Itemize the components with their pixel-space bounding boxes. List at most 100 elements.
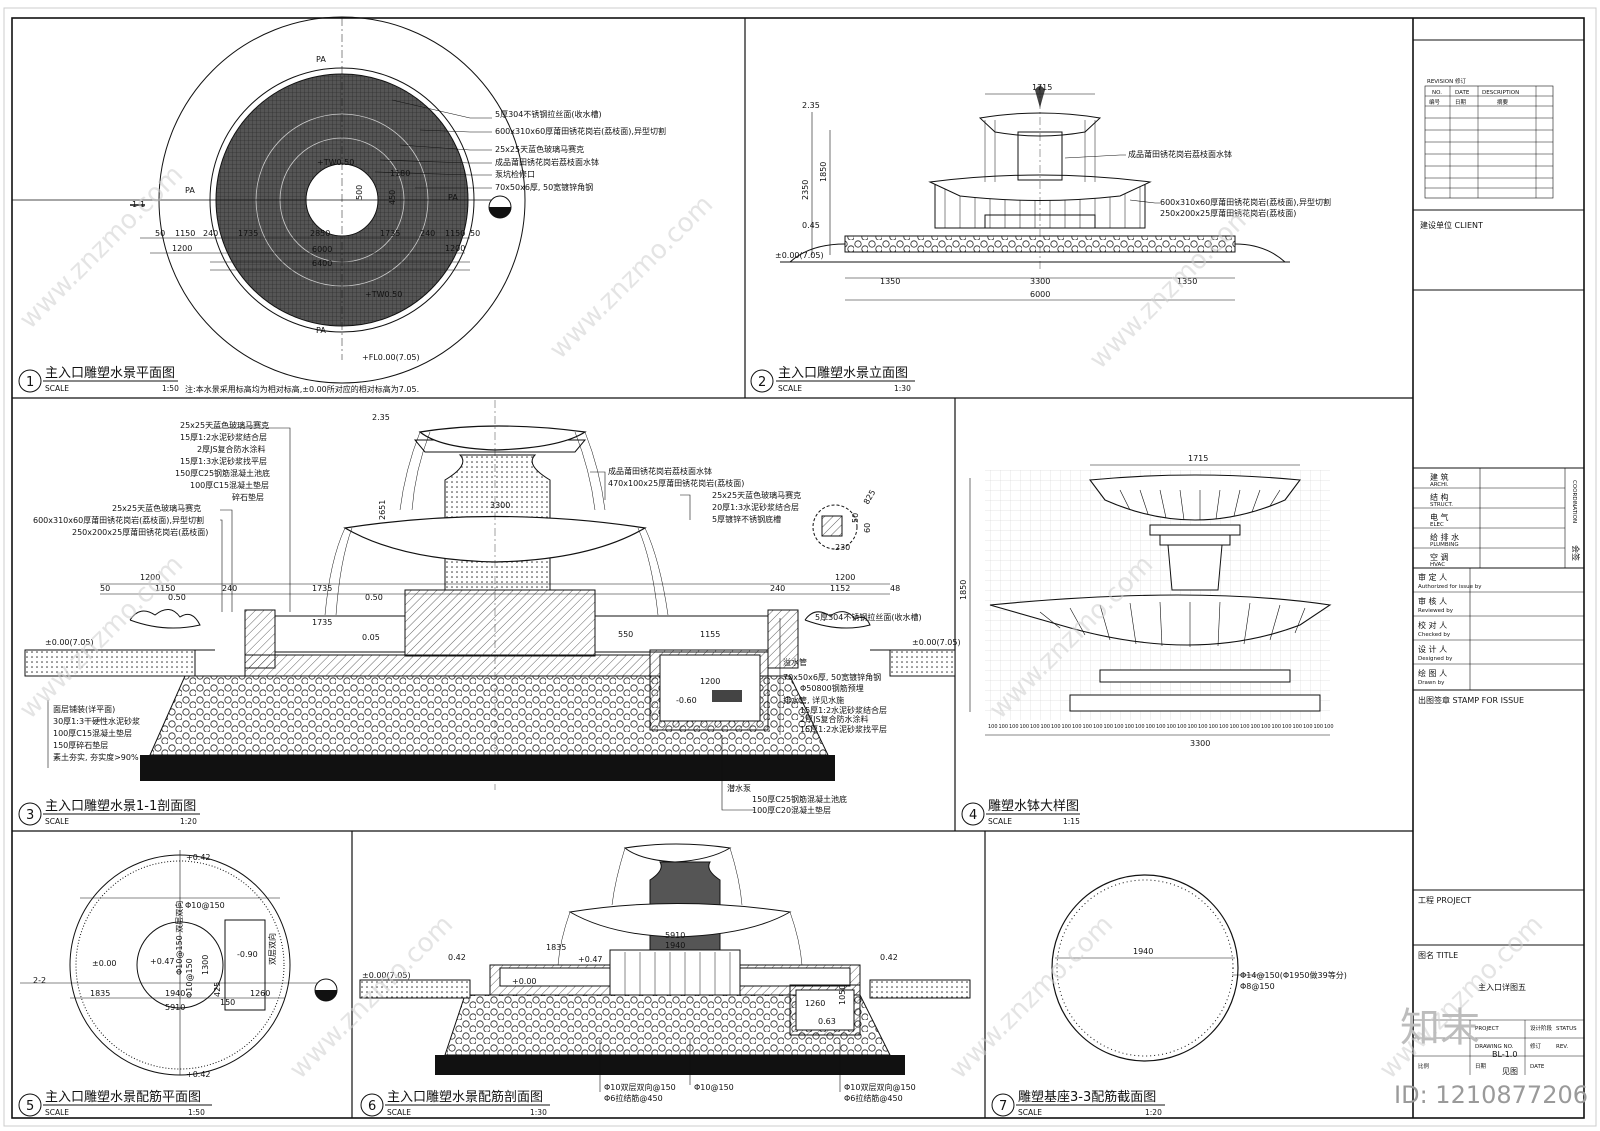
sec-bl-1: 面层铺装(详平面) bbox=[53, 704, 115, 714]
svg-text:Designed by: Designed by bbox=[1418, 656, 1453, 662]
elev-level-045: 0.45 bbox=[802, 221, 820, 230]
bowl-grid-tick: 100 bbox=[1272, 724, 1282, 730]
sec-dim-1150: 1150 bbox=[155, 584, 175, 593]
plan-level-tw2: +TW0.50 bbox=[365, 290, 402, 299]
sec-rc-3: 25x25天蓝色玻璃马赛克 bbox=[712, 490, 801, 500]
rp-label-6: ±0.00 bbox=[92, 959, 117, 968]
tb-stamp: 出图签章 STAMP FOR ISSUE bbox=[1418, 695, 1524, 705]
svg-text:SCALE: SCALE bbox=[45, 1108, 69, 1117]
rp-dim-1835: 1835 bbox=[90, 989, 110, 998]
rs-bottom-2: Φ6拉结筋@450 bbox=[604, 1093, 663, 1103]
sec-lc-2: 15厚1:2水泥砂浆结合层 bbox=[180, 432, 267, 442]
rp-label-4: 双层双向 bbox=[267, 933, 277, 965]
bowl-grid-tick: 100 bbox=[1104, 724, 1114, 730]
svg-text:1: 1 bbox=[26, 375, 34, 390]
plan-dim-4: 1735 bbox=[238, 229, 258, 238]
bowl-grid-tick: 100 bbox=[1009, 724, 1019, 730]
sec-pc-7: 2厚JS复合防水涂料 bbox=[800, 714, 869, 724]
svg-text:1:30: 1:30 bbox=[530, 1108, 547, 1117]
ped-dim: 1940 bbox=[1133, 947, 1153, 956]
rp-dim-1300: 1300 bbox=[201, 955, 210, 975]
sec-level-060: -0.60 bbox=[676, 696, 697, 705]
svg-text:4: 4 bbox=[969, 808, 977, 823]
bowl-grid-tick: 100 bbox=[1083, 724, 1093, 730]
svg-text:给 排 水: 给 排 水 bbox=[1430, 532, 1459, 542]
tb-drawing-no: BL-1.0 bbox=[1492, 1050, 1517, 1059]
bowl-grid-tick: 100 bbox=[1167, 724, 1177, 730]
sec-dim-1200-l: 1200 bbox=[140, 573, 160, 582]
elev-callout-3: 250x200x25厚莆田锈花岗岩(荔枝面) bbox=[1160, 208, 1296, 218]
rs-bottom-5: Φ6拉结筋@450 bbox=[844, 1093, 903, 1103]
rs-dim-1835: 1835 bbox=[546, 943, 566, 952]
rs-dim-1260: 1260 bbox=[805, 999, 825, 1008]
plan-dim-1200-right: 1200 bbox=[445, 244, 465, 253]
sec-lc-3: 2厚JS复合防水涂料 bbox=[197, 444, 266, 454]
sec-pc-2: 溢水管 bbox=[783, 657, 807, 667]
rp-dim-150: 150 bbox=[220, 998, 235, 1007]
svg-text:PROJECT: PROJECT bbox=[1475, 1026, 1499, 1032]
sec-lc-8: 25x25天蓝色玻璃马赛克 bbox=[112, 503, 201, 513]
svg-text:DATE: DATE bbox=[1530, 1064, 1545, 1070]
rs-bottom-3: Φ10@150 bbox=[694, 1083, 734, 1092]
svg-text:STATUS: STATUS bbox=[1556, 1026, 1577, 1032]
plan-level-tw: +TW0.50 bbox=[317, 158, 354, 167]
rp-label-2: Φ10@150 双层双向 bbox=[174, 901, 184, 975]
bowl-grid-tick: 100 bbox=[1072, 724, 1082, 730]
sec-dim-240-l: 240 bbox=[222, 584, 237, 593]
rs-dim-063: 0.63 bbox=[818, 1017, 836, 1026]
plan-pa-left: PA bbox=[185, 186, 195, 195]
svg-text:SCALE: SCALE bbox=[988, 817, 1012, 826]
bowl-grid-tick: 100 bbox=[999, 724, 1009, 730]
sec-bl-5: 素土夯实, 夯实度>90% bbox=[53, 752, 139, 762]
tb-client: 建设单位 CLIENT bbox=[1420, 220, 1483, 230]
svg-text:修订: 修订 bbox=[1530, 1042, 1542, 1050]
svg-text:建 筑: 建 筑 bbox=[1430, 472, 1449, 482]
bowl-grid-tick: 100 bbox=[1293, 724, 1303, 730]
sec-bl-3: 100厚C15混凝土垫层 bbox=[53, 728, 132, 738]
sec-pc-5: 排水管, 详见水施 bbox=[783, 695, 844, 705]
sec-vdim-1155: 1155 bbox=[700, 630, 720, 639]
sec-lc-1: 25x25天蓝色玻璃马赛克 bbox=[180, 420, 269, 430]
svg-text:SCALE: SCALE bbox=[778, 384, 802, 393]
bowl-top-dim: 1715 bbox=[1188, 454, 1208, 463]
bowl-grid-tick: 100 bbox=[1156, 724, 1166, 730]
bowl-grid-tick: 100 bbox=[1020, 724, 1030, 730]
rs-dim-1940: 1940 bbox=[665, 941, 685, 950]
sec-pc-8: 15厚1:2水泥砂浆找平层 bbox=[800, 724, 887, 734]
view-title-3-text: 主入口雕塑水景1-1剖面图 bbox=[45, 799, 196, 814]
bowl-grid-tick: 100 bbox=[1282, 724, 1292, 730]
ped-rebar-2: Φ8@150 bbox=[1240, 982, 1275, 991]
tb-huiqian: 会签 bbox=[1571, 545, 1581, 561]
svg-text:1:15: 1:15 bbox=[1063, 817, 1080, 826]
sec-detail-230: 230 bbox=[835, 543, 850, 552]
elev-vdim-1850: 1850 bbox=[819, 162, 828, 182]
view-title-6-text: 主入口雕塑水景配筋剖面图 bbox=[387, 1089, 543, 1105]
plan-dim-6: 240 bbox=[420, 229, 435, 238]
elev-callout-2: 600x310x60厚莆田锈花岗岩(荔枝面),异型切割 bbox=[1160, 197, 1331, 207]
view-title-5-text: 主入口雕塑水景配筋平面图 bbox=[45, 1089, 201, 1105]
rp-label-5: -0.90 bbox=[237, 950, 258, 959]
sec-vdim-1200: 1200 bbox=[700, 677, 720, 686]
view-title-5: 5 主入口雕塑水景配筋平面图 SCALE 1:50 bbox=[18, 1089, 212, 1117]
plan-callout-6: 70x50x6厚, 50宽镀锌角钢 bbox=[495, 182, 593, 192]
sec-detail-50: 50 bbox=[851, 513, 860, 523]
svg-text:Drawn by: Drawn by bbox=[1418, 680, 1445, 686]
svg-text:ARCHI.: ARCHI. bbox=[1430, 482, 1449, 488]
svg-text:空 调: 空 调 bbox=[1430, 552, 1449, 562]
svg-text:DRAWING NO.: DRAWING NO. bbox=[1475, 1044, 1514, 1050]
bowl-grid-tick: 100 bbox=[1324, 724, 1334, 730]
svg-text:设计阶段: 设计阶段 bbox=[1530, 1024, 1553, 1032]
svg-text:绘 图 人: 绘 图 人 bbox=[1418, 668, 1447, 678]
view-title-1-text: 主入口雕塑水景平面图 bbox=[45, 366, 175, 381]
elev-dim-mid: 3300 bbox=[1030, 277, 1050, 286]
sec-detail-60: 60 bbox=[863, 523, 872, 533]
svg-text:电 气: 电 气 bbox=[1430, 512, 1449, 522]
rp-small-top: +0.42 bbox=[186, 853, 211, 862]
sec-lc-10: 250x200x25厚莆田锈花岗岩(荔枝面) bbox=[72, 527, 208, 537]
plan-pa-top: PA bbox=[316, 55, 326, 64]
bowl-grid-tick: 100 bbox=[1240, 724, 1250, 730]
svg-text:SCALE: SCALE bbox=[1018, 1108, 1042, 1117]
bowl-grid-tick: 100 bbox=[1303, 724, 1313, 730]
svg-text:NO.: NO. bbox=[1432, 90, 1442, 96]
bowl-grid-tick: 100 bbox=[1093, 724, 1103, 730]
